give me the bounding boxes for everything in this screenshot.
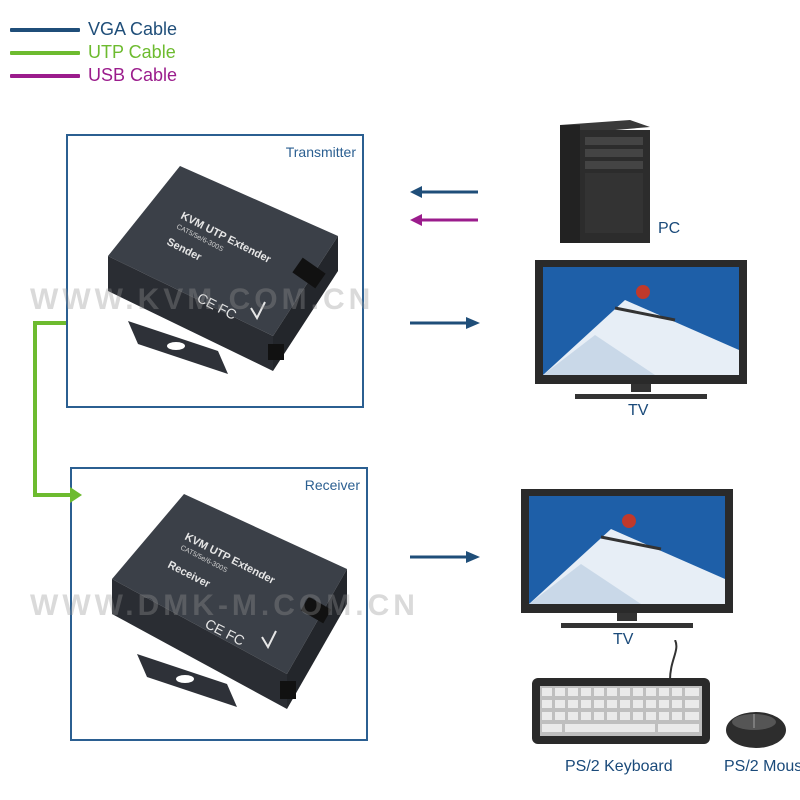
vga-arrow-tv2 — [410, 551, 480, 563]
vga-arrow-pc — [410, 186, 478, 198]
transmitter-label: Transmitter — [285, 144, 356, 160]
pc-label: PC — [658, 220, 681, 237]
transmitter-panel: Transmitter KVM UTP Extender CAT5/5e/6-3… — [66, 134, 364, 408]
usb-arrow-pc — [410, 214, 478, 226]
mouse-label: PS/2 Mous — [724, 758, 800, 775]
keyboard-icon — [532, 640, 710, 744]
keyboard-label: PS/2 Keyboard — [565, 758, 673, 775]
receiver-label: Receiver — [304, 477, 360, 493]
receiver-device: KVM UTP Extender CAT5/5e/6-300S Receiver… — [112, 494, 347, 709]
utp-cable-connector — [33, 321, 82, 503]
sender-device: KVM UTP Extender CAT5/5e/6-300S Sender C… — [108, 166, 338, 374]
vga-arrow-tv1 — [410, 317, 480, 329]
usb-cable-swatch — [10, 74, 80, 78]
watermark-top: WWW.KVM.COM.CN — [30, 283, 375, 316]
utp-cable-swatch — [10, 51, 80, 55]
utp-cable-label: UTP Cable — [88, 42, 176, 62]
pc-tower-icon — [560, 120, 650, 243]
tv-2-label: TV — [613, 631, 634, 648]
tv-2-icon — [521, 489, 733, 628]
tv-1-label: TV — [628, 402, 649, 419]
usb-cable-label: USB Cable — [88, 65, 178, 85]
vga-cable-swatch — [10, 28, 80, 32]
tv-1-icon — [535, 260, 747, 399]
vga-cable-label: VGA Cable — [88, 19, 178, 39]
mouse-icon — [726, 712, 786, 748]
watermark-bottom: WWW.DMK-M.COM.CN — [30, 589, 419, 622]
receiver-panel: Receiver KVM UTP Extender CAT5/5e/6-300S… — [70, 467, 368, 741]
